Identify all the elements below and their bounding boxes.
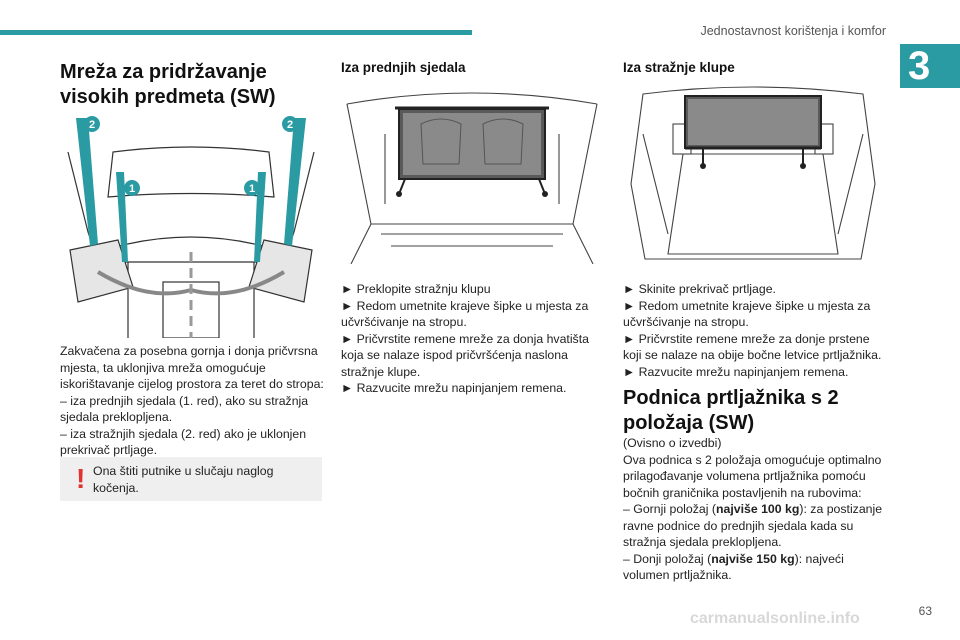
- text-span: ): za postizanje: [799, 502, 883, 516]
- watermark: carmanualsonline.info: [690, 610, 860, 627]
- text-line: sjedala preklopljena.: [60, 410, 173, 424]
- text-line: ► Razvucite mrežu napinjanjem remena.: [341, 381, 567, 395]
- section-title-boot-floor: Podnica prtljažnika s 2 položaja (SW): [623, 386, 839, 436]
- svg-text:1: 1: [249, 183, 255, 195]
- text-span: – Gornji položaj (: [623, 502, 716, 516]
- warning-icon: !: [76, 463, 86, 494]
- boot-floor-description: (Ovisno o izvedbi) Ova podnica s 2 polož…: [623, 435, 889, 584]
- running-header: Jednostavnost korištenja i komfor: [700, 24, 886, 38]
- text-line: – iza prednjih sjedala (1. red), ako su …: [60, 393, 309, 408]
- text-line: ► Redom umetnite krajeve šipke u mjesta …: [623, 298, 871, 313]
- section-title-net: Mreža za pridržavanje visokih predmeta (…: [60, 60, 276, 110]
- weight-limit-lower: najviše 150 kg: [711, 551, 795, 566]
- text-line: učvršćivanje na stropu.: [341, 315, 467, 329]
- text-line: ► Skinite prekrivač prtljage.: [623, 282, 776, 296]
- text-line: iskorištavanje cijelog prostora za teret…: [60, 377, 324, 391]
- callout-2-left: 2: [84, 116, 100, 132]
- text-span: ): najveći: [794, 551, 844, 566]
- text-line: Ova podnica s 2 položaja omogućuje optim…: [623, 452, 882, 467]
- text-line: ► Pričvrstite remene mreže za donja hvat…: [341, 331, 589, 346]
- text-line: ravne podnice do prednjih sjedala kada s…: [623, 518, 854, 533]
- callout-2-right: 2: [282, 116, 298, 132]
- front-seats-net-illustration: [341, 84, 603, 264]
- svg-text:2: 2: [89, 119, 95, 131]
- text-line: učvršćivanje na stropu.: [623, 315, 749, 329]
- warning-text: Ona štiti putnike u slučaju naglog kočen…: [93, 463, 313, 496]
- section-title-line: visokih predmeta (SW): [60, 86, 276, 108]
- text-line: ► Razvucite mrežu napinjanjem remena.: [623, 364, 849, 379]
- text-line: koja se nalaze ispod pričvršćenja naslon…: [341, 348, 568, 362]
- svg-text:2: 2: [287, 119, 293, 131]
- text-line: ► Pričvrstite remene mreže za donje prst…: [623, 331, 870, 346]
- front-seats-instructions: ► Preklopite stražnju klupu ► Redom umet…: [341, 281, 603, 397]
- chapter-tab: 3: [900, 44, 960, 88]
- text-line: – Gornji položaj (najviše 100 kg): za po…: [623, 501, 889, 518]
- text-line: prilagođavanje volumena prtljažnika pomo…: [623, 469, 866, 483]
- text-line: Zakvačena za posebna gornja i donja prič…: [60, 344, 318, 358]
- text-line: – Donji položaj (najviše 150 kg): najveć…: [623, 551, 889, 568]
- text-line: bočnih graničnika postavljenih na rubovi…: [623, 485, 862, 500]
- text-line: (Ovisno o izvedbi): [623, 436, 722, 450]
- section-title-line: Podnica prtljažnika s 2: [623, 387, 839, 409]
- text-line: koji se nalaze na obije bočne letvice pr…: [623, 348, 882, 362]
- warning-box: ! Ona štiti putnike u slučaju naglog koč…: [60, 457, 322, 501]
- page-number: 63: [918, 604, 932, 618]
- header-accent-bar: [0, 30, 472, 35]
- text-line: Ona štiti putnike u slučaju naglog: [93, 464, 274, 478]
- text-line: prekrivač prtljage.: [60, 443, 158, 457]
- text-line: – iza stražnjih sjedala (2. red) ako je …: [60, 426, 307, 441]
- net-description: Zakvačena za posebna gornja i donja prič…: [60, 343, 326, 459]
- section-title-line: Mreža za pridržavanje: [60, 61, 267, 83]
- text-line: stražnje klupe.: [341, 364, 421, 379]
- text-line: ► Preklopite stražnju klupu: [341, 282, 491, 296]
- rear-bench-net-illustration: [623, 84, 883, 264]
- rear-bench-instructions: ► Skinite prekrivač prtljage. ► Redom um…: [623, 281, 885, 380]
- callout-1-right: 1: [244, 180, 260, 196]
- text-span: – Donji položaj (: [623, 551, 712, 566]
- section-title-front-seats: Iza prednjih sjedala: [341, 60, 466, 75]
- text-line: volumen prtljažnika.: [623, 568, 732, 582]
- text-line: stražnja sjedala preklopljena.: [623, 535, 782, 549]
- svg-text:1: 1: [129, 183, 135, 195]
- text-line: kočenja.: [93, 480, 139, 495]
- section-title-rear-bench: Iza stražnje klupe: [623, 60, 735, 75]
- text-line: ► Redom umetnite krajeve šipke u mjesta …: [341, 298, 589, 313]
- net-anchor-illustration: 2 2 1 1: [58, 112, 324, 338]
- section-title-line: položaja (SW): [623, 412, 755, 434]
- text-line: mjesta, ta uklonjiva mreža omogućuje: [60, 360, 266, 375]
- weight-limit-upper: najviše 100 kg: [715, 502, 800, 516]
- callout-1-left: 1: [124, 180, 140, 196]
